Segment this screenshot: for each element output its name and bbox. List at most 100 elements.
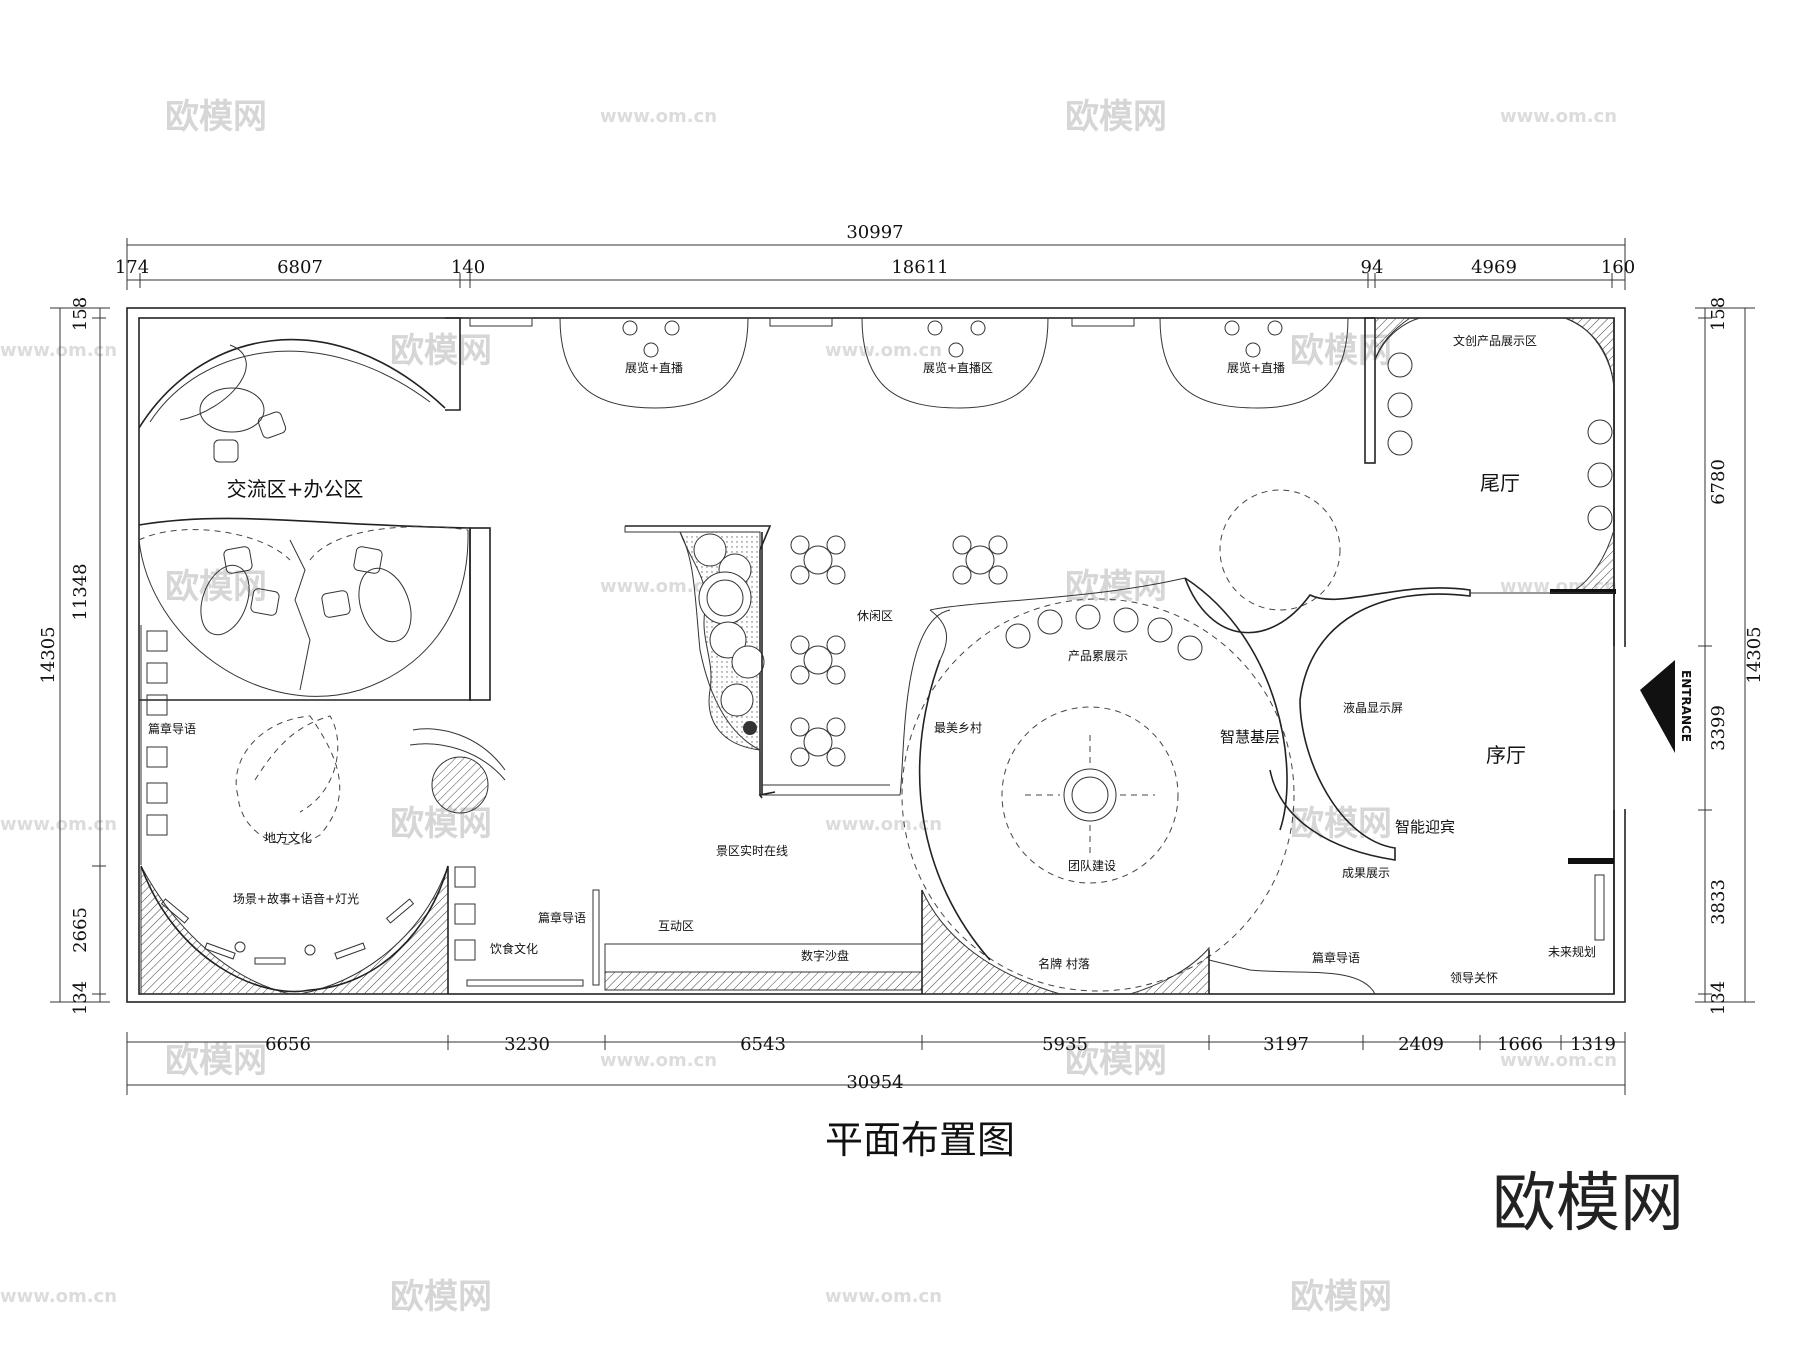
entrance: ENTRANCE [1640,660,1693,753]
chair-icon [213,439,239,463]
label-beautiful-village: 最美乡村 [934,721,982,735]
dim-bottom: 2409 [1398,1034,1444,1055]
label-future-plan: 未来规划 [1548,944,1596,959]
dim-right: 3399 [1708,705,1729,751]
dim-top: 6807 [277,257,323,278]
label-smart-welcome: 智能迎宾 [1395,818,1455,836]
label-chapter-intro-food: 篇章导语 [538,910,586,925]
dim-top: 140 [451,257,485,278]
watermark-url: www.om.cn [1500,106,1617,127]
label-food-culture: 饮食文化 [490,941,538,956]
label-achievements: 成果展示 [1342,866,1390,880]
local-culture-area: 篇章导语 地方文化 场景+故事+语音+灯光 [140,625,506,995]
dim-bottom: 5935 [1042,1034,1088,1055]
top-windows [469,317,1135,327]
brand-logo: 欧模网 [1492,1167,1684,1241]
watermark-logo: 欧模网 [165,1041,267,1081]
smart-grassroots-hall: 产品累展示 最美乡村 智慧基层 团队建设 名牌 村落 [901,577,1376,995]
dim-right-total: 14305 [1744,626,1765,683]
dim-left-total: 14305 [38,626,59,683]
dim-right: 6780 [1708,459,1729,505]
watermark-logo: 欧模网 [390,331,492,371]
label-local-culture: 地方文化 [264,830,312,845]
watermark-url: www.om.cn [0,1286,117,1307]
label-famous-village: 名牌 村落 [1038,956,1090,971]
chair-icon [353,546,383,574]
label-tail-hall: 尾厅 [1480,471,1520,495]
watermark-url: www.om.cn [0,814,117,835]
interactive-area: 互动区 数字沙盘 [604,919,923,991]
watermark-logo: 欧模网 [1065,97,1167,137]
watermark-url: www.om.cn [600,576,717,597]
exhibition-booths: 展览+直播 展览+直播区 展览+直播 [559,317,1349,409]
dim-top: 18611 [891,257,948,278]
watermarks: 欧模网 www.om.cn 欧模网 www.om.cn 欧模网 www.om.c… [0,97,1617,1317]
label-digital-sandbox: 数字沙盘 [801,948,849,963]
dimensions-left: 14305 158 11348 2665 134 [38,297,110,1015]
label-chapter-intro-left: 篇章导语 [148,721,196,736]
dim-bottom-total: 30954 [846,1072,903,1093]
label-lcd-screen: 液晶显示屏 [1343,700,1403,715]
chair-icon [321,590,351,618]
watermark-url: www.om.cn [825,1286,942,1307]
watermark-logo: 欧模网 [1065,567,1167,607]
label-exhibition-live-1: 展览+直播 [625,360,683,375]
dim-top: 94 [1361,257,1384,278]
dim-bottom: 3197 [1263,1034,1309,1055]
dim-bottom: 6543 [740,1034,786,1055]
entrance-arrow-icon [1640,660,1675,753]
label-interactive: 互动区 [658,919,694,933]
dim-left: 134 [70,981,91,1015]
watermark-url: www.om.cn [1500,1050,1617,1071]
label-leisure: 休闲区 [857,609,893,623]
dimensions-bottom: 6656 3230 6543 5935 3197 2409 1666 1319 … [126,1032,1626,1095]
dim-top: 160 [1601,257,1635,278]
label-scenic-live: 景区实时在线 [716,843,788,858]
label-exhibition-live-3: 展览+直播 [1227,360,1285,375]
food-culture-area: 篇章导语 饮食文化 [447,866,600,994]
label-scene-story: 场景+故事+语音+灯光 [233,891,359,906]
tree-icon [709,621,747,659]
label-smart-grassroots: 智慧基层 [1220,728,1280,746]
chair-icon [250,588,280,616]
planter-leisure: 休闲区 [624,525,1008,799]
label-cultural-products: 文创产品展示区 [1453,333,1537,348]
dim-bottom: 6656 [265,1034,311,1055]
watermark-logo: 欧模网 [1065,1041,1167,1081]
label-product-showcase: 产品累展示 [1068,649,1128,663]
watermark-url: www.om.cn [600,1050,717,1071]
dim-right: 158 [1708,297,1729,331]
prologue-hall: 液晶显示屏 序厅 智能迎宾 成果展示 篇章导语 领导关怀 未来规划 [1184,577,1614,985]
dim-top: 4969 [1471,257,1517,278]
dimensions-right: 158 6780 3399 3833 134 14305 [1695,297,1765,1015]
chair-icon [257,411,287,439]
dim-left: 2665 [70,907,91,953]
table-set [790,535,1008,767]
watermark-logo: 欧模网 [1290,1277,1392,1317]
label-leader-care: 领导关怀 [1450,971,1498,985]
tail-hall-area: 文创产品展示区 尾厅 [1219,317,1616,864]
label-team-building: 团队建设 [1068,858,1116,873]
dim-left: 158 [70,297,91,331]
watermark-url: www.om.cn [825,340,942,361]
watermark-logo: 欧模网 [390,1277,492,1317]
label-exchange-office: 交流区+办公区 [227,477,364,501]
dim-top: 174 [115,257,149,278]
drawing-title: 平面布置图 [825,1118,1015,1162]
watermark-url: www.om.cn [600,106,717,127]
dim-bottom: 1666 [1497,1034,1543,1055]
dim-top-total: 30997 [846,222,903,243]
dim-right: 3833 [1708,879,1729,925]
label-prologue-hall: 序厅 [1486,743,1526,767]
entrance-label: ENTRANCE [1679,670,1693,742]
exchange-office-area: 交流区+办公区 [138,317,491,701]
tree-icon [693,533,727,567]
dim-left: 11348 [70,563,91,620]
label-chapter-intro-right: 篇章导语 [1312,950,1360,965]
watermark-logo: 欧模网 [165,97,267,137]
label-exhibition-live-2: 展览+直播区 [923,360,993,375]
tree-icon [731,645,765,679]
chair-icon [223,546,253,574]
dim-bottom: 1319 [1570,1034,1616,1055]
